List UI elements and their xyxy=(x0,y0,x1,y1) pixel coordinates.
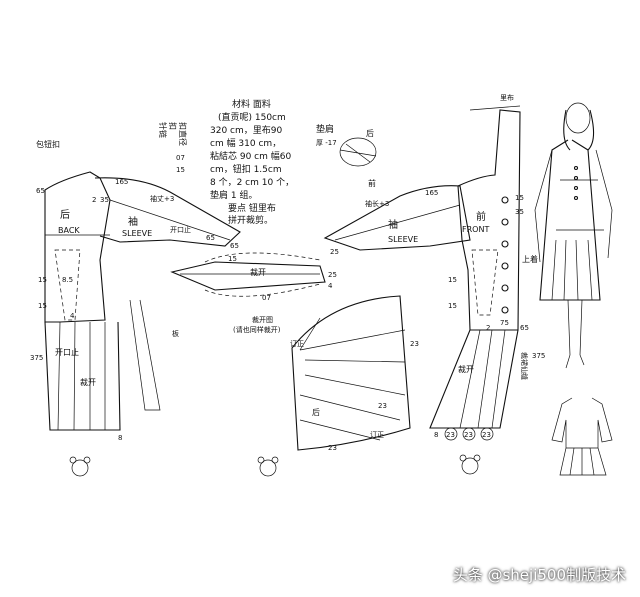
center-note: 裁开图 xyxy=(252,315,273,324)
materials-line-8: 垫肩 1 组。 xyxy=(210,189,257,201)
back-skirt-cut: 裁开 xyxy=(80,377,96,387)
skirt-label: 后 xyxy=(312,407,320,417)
front-dim-7: 75 xyxy=(500,319,509,327)
back-sleeve-dim-1: 165 xyxy=(115,178,128,186)
materials-text-block: 材料 面料 (直贡呢) 150cm 320 cm，里布90 cm 幅 310 c… xyxy=(210,98,294,226)
back-sleeve-dim-2: 袖丈+3 xyxy=(150,194,174,203)
materials-line-6: cm，钮扣 1.5cm xyxy=(210,163,282,175)
front-label-cn: 前 xyxy=(476,210,486,223)
skirt-left-label: 板 xyxy=(172,329,179,338)
note-dim-b: 15 xyxy=(176,166,185,174)
center-pattern-piece: 裁开 25 4 07 15 裁开图 (请也同样裁开) xyxy=(170,252,337,334)
front-hem: 8 xyxy=(434,431,438,439)
button-note: 包钮扣 xyxy=(36,139,60,149)
center-dim-4: 15 xyxy=(228,255,237,263)
center-dim-2: 4 xyxy=(328,282,333,290)
front-top-label: 里布 xyxy=(500,93,514,102)
front-label-en: FRONT xyxy=(462,225,489,234)
front-sleeve-dim-1: 袖长+3 xyxy=(365,199,389,208)
front-sleeve-label-cn: 袖 xyxy=(388,218,398,231)
materials-line-3: 320 cm，里布90 xyxy=(210,124,282,136)
back-bodice-pattern: 后 BACK 65 2 35 15 8.5 15 4 375 开口止 裁开 8 xyxy=(30,171,161,442)
center-note-2: (请也同样裁开) xyxy=(233,325,281,334)
watermark: 头条 @sheji500制版技术 xyxy=(452,566,626,584)
front-buttons xyxy=(501,196,509,314)
shoulder-pad-back: 后 xyxy=(366,128,374,138)
front-dim-6: 2 xyxy=(486,324,490,332)
back-hem: 8 xyxy=(118,434,122,442)
back-dim-1: 65 xyxy=(36,187,45,195)
front-dim-4: 65 xyxy=(520,324,529,332)
front-dim-3: 15 xyxy=(448,276,457,284)
front-dim-2: 35 xyxy=(515,208,524,216)
back-dim-3: 35 xyxy=(100,196,109,204)
note-vertical-3: 针链 xyxy=(158,122,168,138)
note-vertical-1: 扣 xyxy=(168,122,178,130)
front-skirt-cut: 裁开 xyxy=(458,364,474,374)
back-sleeve-dim-3: 65 xyxy=(206,234,215,242)
front-bodice-pattern: 前 FRONT 里布 15 35 15 65 15 2 75 375 上着 裁开… xyxy=(429,93,545,441)
front-circled-1: 23 xyxy=(446,431,455,439)
bear-emblem-center xyxy=(257,456,279,477)
skirt-side-label: 订正 xyxy=(370,430,384,439)
skirt-top-label: 订正 xyxy=(290,339,304,348)
front-sleeve-dim-2: 165 xyxy=(425,189,438,197)
materials-line-4: cm 幅 310 cm， xyxy=(210,137,281,149)
bear-emblem-left xyxy=(69,456,91,477)
materials-line-7: 8 个，2 cm 10 个， xyxy=(210,177,294,188)
front-side-label: 上着 xyxy=(522,254,538,264)
materials-line-9: 要点 钮里布 xyxy=(228,202,276,214)
shoulder-pad-front: 前 xyxy=(368,178,376,188)
back-skirt-note: 开口止 xyxy=(55,347,79,357)
shoulder-pad-diagram: 垫肩 厚 -17 后 前 xyxy=(316,123,377,188)
front-dim-8: 375 xyxy=(532,352,545,360)
materials-line-2: (直贡呢) 150cm xyxy=(218,111,286,123)
materials-line-10: 拼开裁剪。 xyxy=(228,214,273,226)
front-sleeve-label-en: SLEEVE xyxy=(388,235,418,244)
center-label: 裁开 xyxy=(250,267,266,277)
note-vertical-2: 扣直径 xyxy=(178,122,188,146)
shoulder-pad-label: 垫肩 xyxy=(316,123,334,135)
center-dim-3: 07 xyxy=(262,294,271,302)
back-sleeve-label-cn: 袖 xyxy=(128,215,138,228)
back-view-sketch xyxy=(551,397,613,476)
back-sleeve-label-en: SLEEVE xyxy=(122,229,152,238)
skirt-dim-1: 23 xyxy=(410,340,419,348)
front-circled-2: 23 xyxy=(464,431,473,439)
front-side-note: 裁裙仙缝 xyxy=(520,352,529,380)
center-dim-1: 25 xyxy=(328,271,337,279)
note-dim-a: 07 xyxy=(176,154,185,162)
shoulder-pad-thickness: 厚 -17 xyxy=(316,139,337,147)
materials-line-1: 材料 面料 xyxy=(232,98,271,110)
front-circled-marks: 23 23 23 xyxy=(444,427,494,441)
bear-emblem-right xyxy=(459,454,481,475)
left-notes: 包钮扣 扣 扣直径 针链 07 15 xyxy=(36,122,188,174)
skirt-dim-3: 23 xyxy=(328,444,337,452)
back-label-cn: 后 xyxy=(60,209,70,221)
back-dim-2: 2 xyxy=(92,196,96,204)
front-sleeve-dim-3: 25 xyxy=(330,248,339,256)
fashion-figure-illustration xyxy=(534,102,613,369)
back-dim-5: 8.5 xyxy=(62,276,73,284)
materials-line-5: 粘結芯 90 cm 幅60 xyxy=(210,150,291,162)
back-dim-6: 15 xyxy=(38,302,47,310)
back-label-en: BACK xyxy=(58,226,80,235)
front-sleeve-pattern: 袖 SLEEVE 袖长+3 165 25 xyxy=(323,185,471,256)
skirt-dim-2: 23 xyxy=(378,402,387,410)
back-sleeve-note: 开口止 xyxy=(170,225,191,234)
back-dim-7: 4 xyxy=(70,312,75,320)
front-circled-3: 23 xyxy=(482,431,491,439)
skirt-fan-pattern: 后 订正 订正 23 23 23 板 xyxy=(172,295,419,452)
back-sleeve-pattern: 袖 SLEEVE 开口止 165 袖丈+3 65 65 xyxy=(94,177,241,250)
back-sleeve-dim-4: 65 xyxy=(230,242,239,250)
back-dim-4: 15 xyxy=(38,276,47,284)
front-dim-5: 15 xyxy=(448,302,457,310)
back-dim-8: 375 xyxy=(30,354,43,362)
front-dim-1: 15 xyxy=(515,194,524,202)
